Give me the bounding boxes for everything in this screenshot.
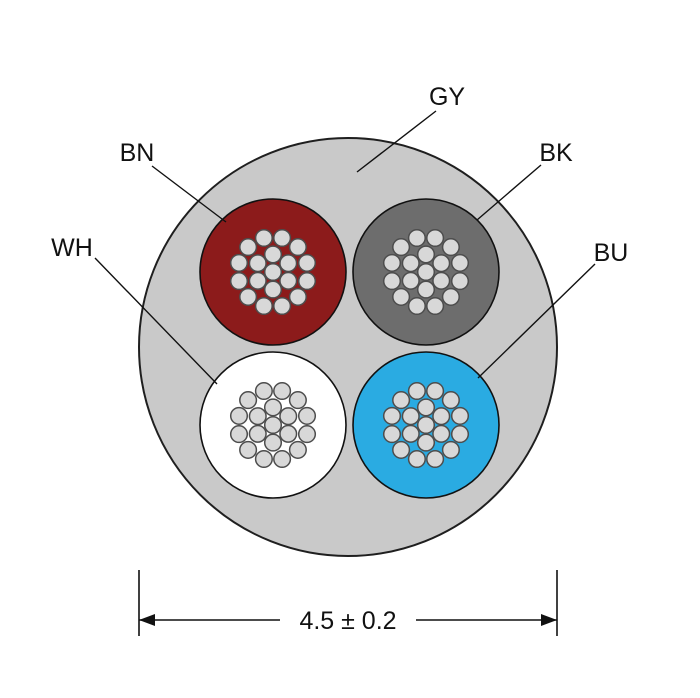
strand-wire [297,425,317,444]
strand-wire [401,424,420,443]
strand-wire [239,238,258,257]
strand-wire [273,296,292,316]
dimension-text: 4.5 ± 0.2 [299,607,396,635]
strand-wire [392,440,411,459]
label-bn: BN [120,139,155,167]
strand-wire [416,415,436,435]
conductor-wh-strands [229,381,317,469]
strand-wire [248,407,267,426]
strand-wire [426,381,445,401]
cable-jacket-circle [138,137,558,557]
strand-wire [263,245,283,264]
strand-wire [382,272,402,291]
strand-wire [401,254,420,273]
strand-wire [254,381,273,401]
strand-wire [392,238,411,257]
arrowhead-left [139,614,155,626]
conductor-bn-strands [229,228,317,316]
strand-wire [279,407,298,426]
leader-line-bn [151,165,227,223]
strand-wire [273,228,292,248]
strand-wire [229,425,249,444]
strand-wire [382,406,402,425]
strand-wire [441,287,460,306]
strand-wire [432,424,451,443]
strand-wire [432,254,451,273]
strand-wire [288,238,307,257]
strand-wire [254,449,273,469]
strand-wire [450,272,470,291]
strand-wire [450,253,470,272]
strand-wire [432,407,451,426]
arrowhead-right [541,614,557,626]
strand-wire [450,425,470,444]
label-bk: BK [539,139,573,167]
strand-wire [288,287,307,306]
strand-wire [450,406,470,425]
strand-wire [416,398,436,417]
conductor-bk-strands [382,228,470,316]
strand-wire [239,440,258,459]
strand-wire [416,433,436,452]
label-gy: GY [429,83,465,111]
strand-wire [279,271,298,290]
strand-wire [392,287,411,306]
strand-wire [441,391,460,410]
strand-wire [288,440,307,459]
strand-wire [392,391,411,410]
strand-wire [416,245,436,264]
strand-wire [248,271,267,290]
strand-wire [416,280,436,299]
strand-wire [263,280,283,299]
strand-wire [401,407,420,426]
strand-wire [426,449,445,469]
strand-wire [297,406,317,425]
strand-wire [263,433,283,452]
strand-wire [382,425,402,444]
strand-wire [432,271,451,290]
strand-wire [441,238,460,257]
strand-wire [263,398,283,417]
conductor-bu-strands [382,381,470,469]
strand-wire [297,272,317,291]
strand-wire [426,228,445,248]
strand-wire [229,272,249,291]
strand-wire [407,449,426,469]
strand-wire [407,296,426,316]
strand-wire [229,253,249,272]
strand-wire [416,262,436,282]
leader-line-bk [476,164,542,221]
strand-wire [426,296,445,316]
strand-wire [263,415,283,435]
strand-wire [254,228,273,248]
strand-wire [248,424,267,443]
strand-wire [441,440,460,459]
strand-wire [279,424,298,443]
strand-wire [263,262,283,282]
strand-wire [273,381,292,401]
strand-wire [239,287,258,306]
strand-wire [254,296,273,316]
strand-wire [248,254,267,273]
strand-wire [239,391,258,410]
label-wh: WH [51,234,93,262]
label-bu: BU [594,239,629,267]
strand-wire [273,449,292,469]
strand-wire [401,271,420,290]
strand-wire [382,253,402,272]
leader-line-gy [356,110,437,173]
strand-wire [279,254,298,273]
strand-wire [407,381,426,401]
leader-line-bu [477,263,596,379]
leader-line-wh [94,257,218,385]
strand-wire [229,406,249,425]
strand-wire [407,228,426,248]
strand-wire [288,391,307,410]
dimension-text-mask [280,601,416,639]
strand-wire [297,253,317,272]
